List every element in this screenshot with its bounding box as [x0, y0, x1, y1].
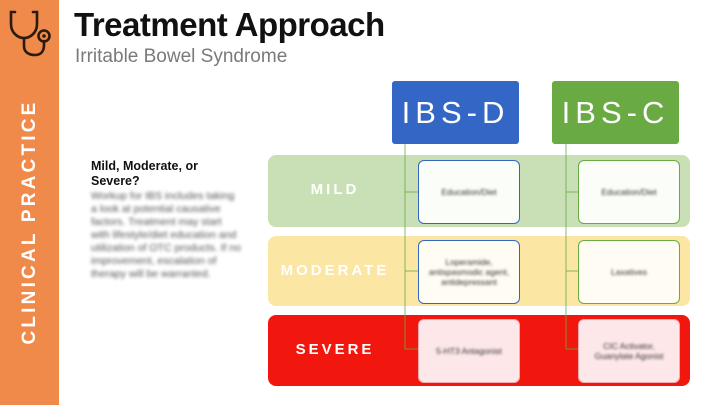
cell-text: Education/Diet: [601, 187, 657, 197]
sidebar: CLINICAL PRACTICE: [0, 0, 59, 405]
row-label-severe: SEVERE: [295, 341, 375, 358]
side-panel: Mild, Moderate, or Severe? Workup for IB…: [91, 159, 241, 281]
side-panel-heading: Mild, Moderate, or Severe?: [91, 159, 198, 188]
cell-moderate-ibs-d: Loperamide, antispasmodic agent, antidep…: [418, 240, 520, 304]
side-panel-body: Workup for IBS includes taking a look at…: [91, 190, 241, 280]
cell-severe-ibs-d: 5-HT3 Antagonist: [418, 319, 520, 383]
stethoscope-icon: [9, 10, 51, 57]
cell-moderate-ibs-c: Laxatives: [578, 240, 680, 304]
cell-mild-ibs-c: Education/Diet: [578, 160, 680, 224]
sidebar-label: CLINICAL PRACTICE: [19, 99, 40, 345]
cell-text: Laxatives: [611, 267, 647, 277]
cell-text: CIC Activator, Guanylate Agonist: [594, 341, 664, 361]
cell-text: Education/Diet: [441, 187, 497, 197]
cell-severe-ibs-c: CIC Activator, Guanylate Agonist: [578, 319, 680, 383]
row-label-mild: MILD: [310, 181, 360, 198]
cell-text: Loperamide, antispasmodic agent, antidep…: [428, 257, 510, 287]
cell-mild-ibs-d: Education/Diet: [418, 160, 520, 224]
row-label-moderate: MODERATE: [280, 262, 390, 279]
page-subtitle: Irritable Bowel Syndrome: [75, 46, 288, 67]
column-header-ibs-c: IBS-C: [552, 81, 679, 144]
column-header-ibs-d: IBS-D: [392, 81, 519, 144]
cell-text: 5-HT3 Antagonist: [436, 346, 502, 356]
page-title: Treatment Approach: [74, 6, 385, 43]
